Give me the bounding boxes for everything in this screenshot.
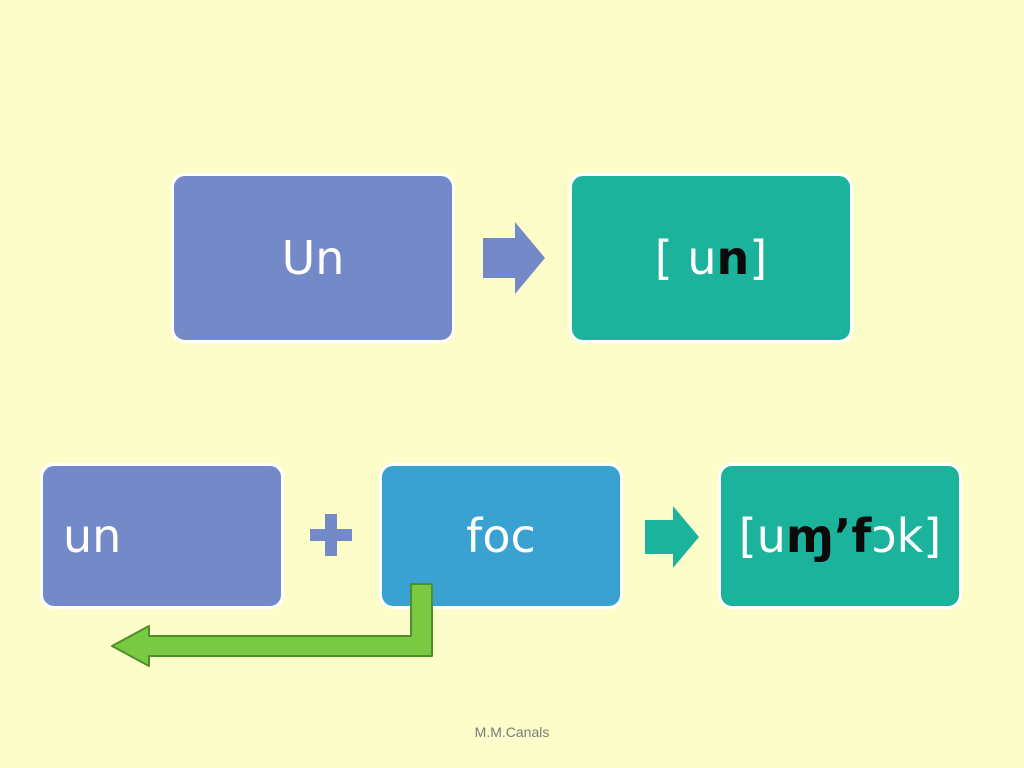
right-arrow-icon xyxy=(645,506,699,568)
phonetic-prefix: [ u xyxy=(654,231,717,285)
box-un-phonetic: [ un] xyxy=(569,173,853,343)
box-foc: foc xyxy=(379,463,623,609)
phonetic2-prefix: [u xyxy=(738,509,786,563)
phonetic2-bold: ɱ’f xyxy=(785,509,872,563)
phonetic2-suffix: ɔk] xyxy=(871,509,942,563)
footer-credit: M.M.Canals xyxy=(474,724,550,740)
right-arrow-icon xyxy=(483,222,545,294)
phonetic-suffix: ] xyxy=(749,231,768,285)
box-foc-label: foc xyxy=(466,509,536,563)
box-un-capital-label: Un xyxy=(281,231,345,285)
bent-left-arrow-icon xyxy=(111,583,433,667)
phonetic-bold: n xyxy=(716,231,750,285)
box-unfoc-phonetic: [uɱ’fɔk] xyxy=(718,463,962,609)
box-un-capital: Un xyxy=(171,173,455,343)
plus-icon xyxy=(310,514,352,556)
box-unfoc-phonetic-label: [uɱ’fɔk] xyxy=(739,509,941,563)
box-un: un xyxy=(40,463,284,609)
box-un-phonetic-label: [ un] xyxy=(655,231,767,285)
box-un-label: un xyxy=(63,509,122,563)
